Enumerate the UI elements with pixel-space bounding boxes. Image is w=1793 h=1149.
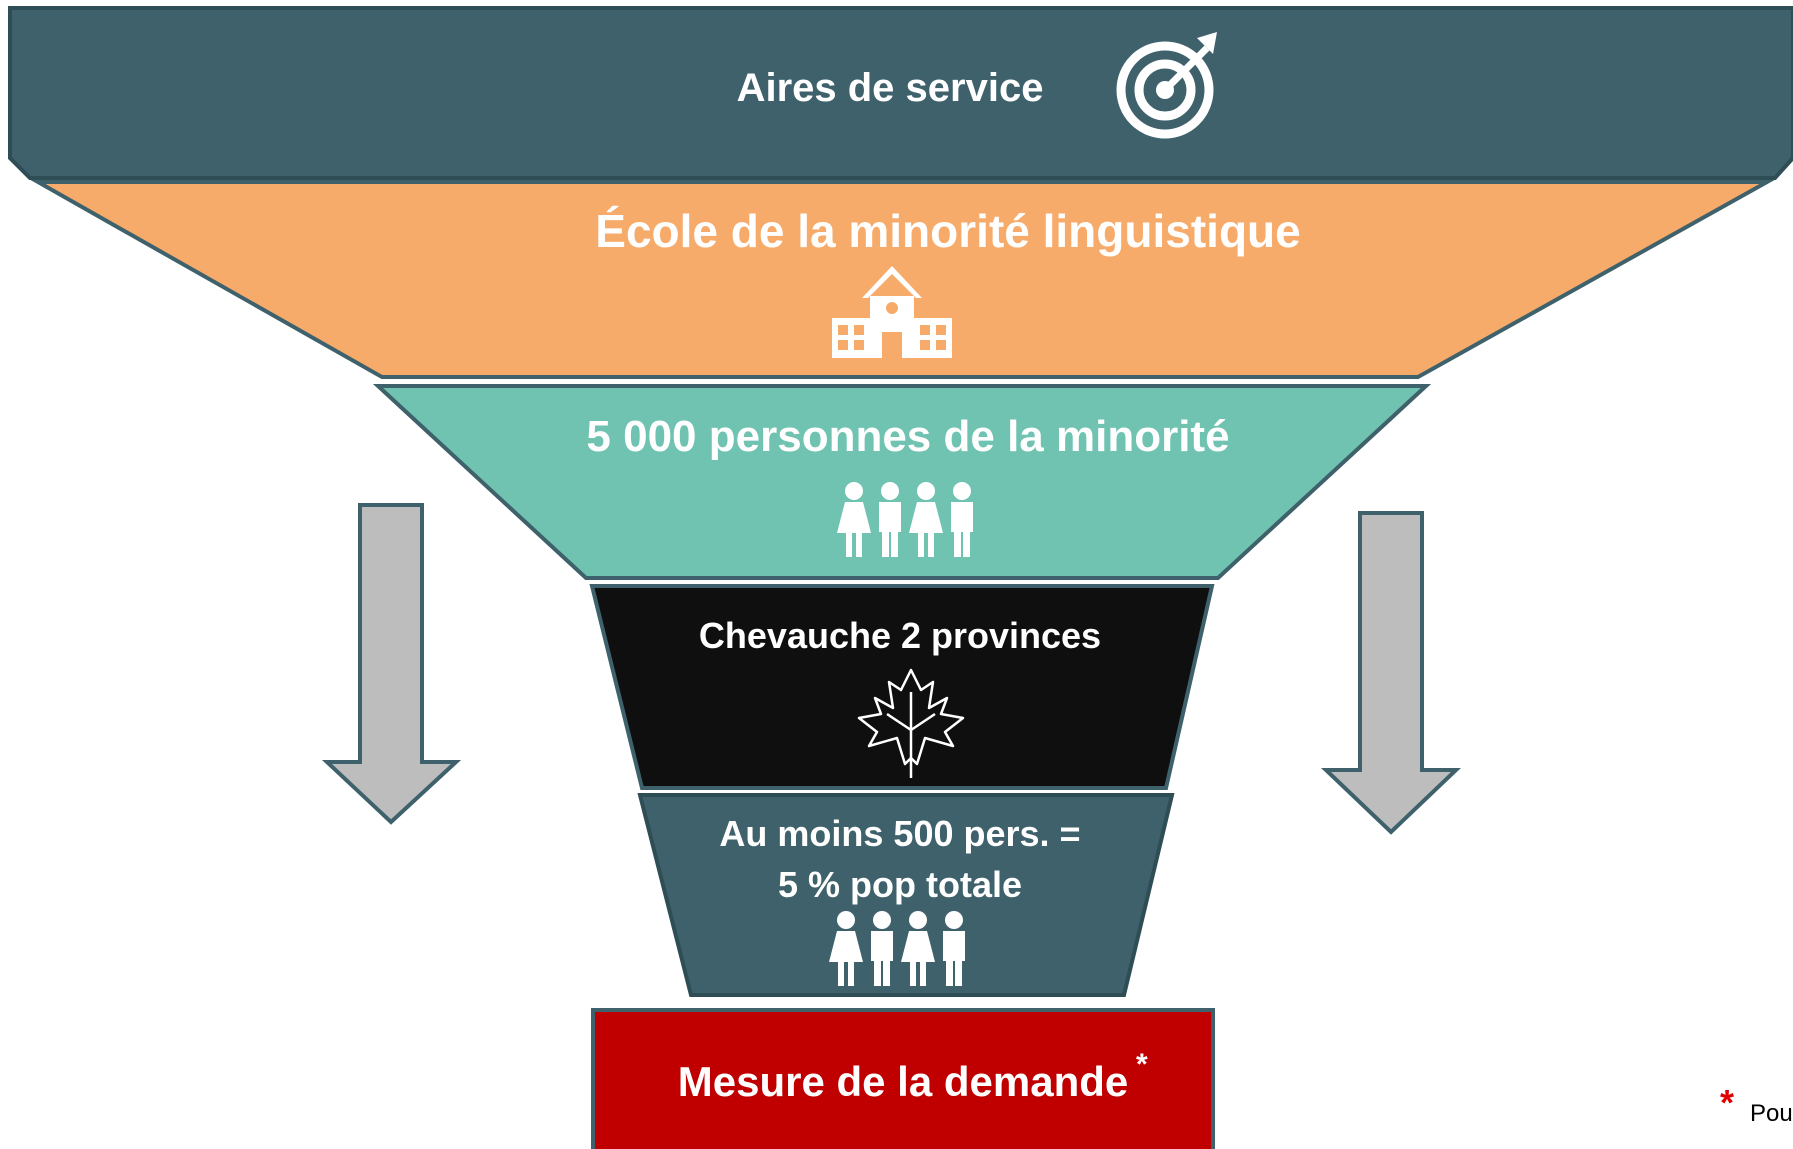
footnote-asterisk: * — [1720, 1082, 1735, 1123]
level-500-people — [637, 793, 1175, 997]
footnote-text: Pou — [1750, 1100, 1793, 1127]
maple-leaf-icon — [857, 668, 965, 778]
level-demand-measure — [591, 1008, 1215, 1149]
level-demand-measure-label: Mesure de la demande — [677, 1058, 1129, 1105]
people-icon — [829, 911, 965, 986]
level-demand-measure-asterisk: * — [1136, 1048, 1148, 1081]
left-down-arrow — [321, 503, 462, 825]
right-down-arrow — [1321, 511, 1461, 835]
level-service-areas — [8, 6, 1793, 180]
people-icon — [837, 482, 973, 557]
level-minority-school-label: École de la minorité linguistique — [595, 205, 1301, 257]
level-two-provinces-label: Chevauche 2 provinces — [698, 615, 1102, 656]
level-500-people-label-line2: 5 % pop totale — [777, 864, 1023, 905]
level-500-people-label-line1: Au moins 500 pers. = — [719, 813, 1081, 854]
school-icon — [832, 266, 952, 358]
target-icon — [1116, 32, 1217, 139]
level-5000-people-label: 5 000 personnes de la minorité — [586, 412, 1230, 461]
level-service-areas-label: Aires de service — [736, 66, 1044, 110]
level-5000-people — [372, 384, 1432, 580]
